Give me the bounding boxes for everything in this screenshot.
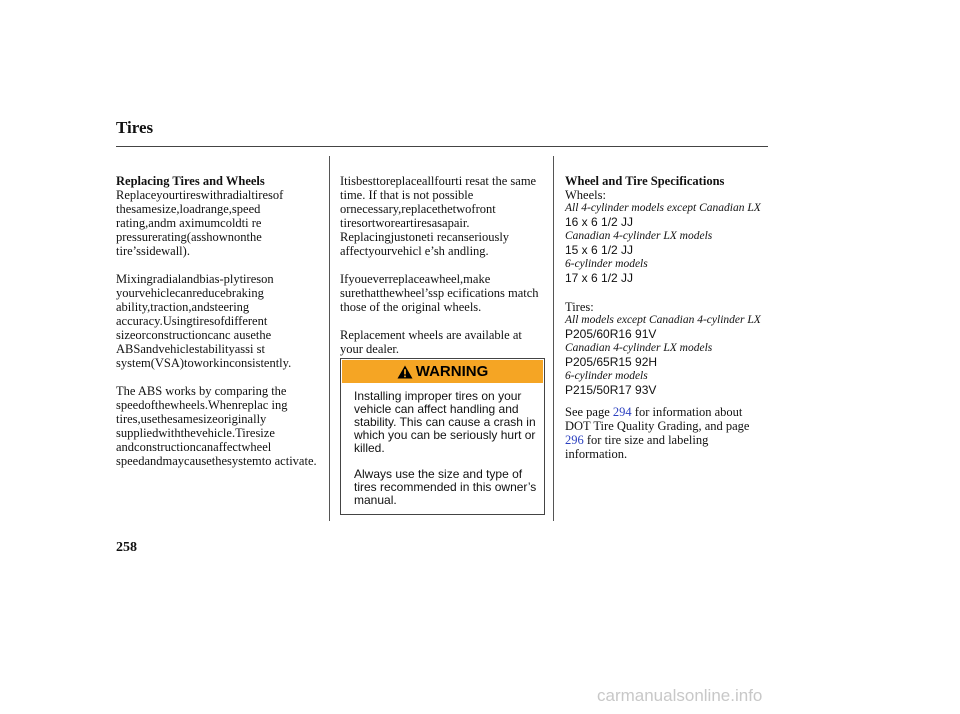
warning-triangle-icon	[397, 365, 413, 378]
title-divider	[116, 146, 768, 147]
warning-label: WARNING	[415, 363, 489, 380]
tire-model-label: Canadian 4-cylinder LX models	[565, 342, 713, 354]
paragraph-abs: The ABS works by comparing the speedofth…	[116, 384, 317, 468]
left-column: Replacing Tires and Wheels Replaceyourti…	[116, 174, 321, 468]
tire-model-label: All models except Canadian 4-cylinder LX	[565, 314, 761, 326]
wheel-spec: 15 x 6 1/2 JJ	[565, 243, 634, 257]
paragraph-replace-tires: Replaceyourtireswithradialtiresof thesam…	[116, 188, 284, 258]
see-page-text: See page	[565, 405, 613, 419]
paragraph-dealer: Replacement wheels are available at your…	[340, 328, 522, 356]
tire-spec: P205/65R15 92H	[565, 355, 658, 369]
page-number: 258	[116, 540, 137, 555]
tires-label: Tires:	[565, 300, 594, 314]
wheel-spec: 17 x 6 1/2 JJ	[565, 271, 634, 285]
warning-text-crash: Installing improper tires on your vehicl…	[354, 389, 536, 455]
warning-text-size: Always use the size and type of tires re…	[354, 467, 537, 507]
see-page-text: for information about DOT Tire Quality G…	[565, 405, 750, 433]
section-heading-specs: Wheel and Tire Specifications	[565, 174, 725, 188]
tire-spec: P205/60R16 91V	[565, 327, 657, 341]
warning-header: WARNING	[342, 360, 543, 383]
warning-body: Installing improper tires on your vehicl…	[354, 390, 539, 507]
wheel-model-label: All 4-cylinder models except Canadian LX	[565, 202, 761, 214]
column-divider-right	[553, 156, 554, 521]
paragraph-replace-all-four: Itisbesttoreplaceallfourti resat the sam…	[340, 174, 537, 258]
wheels-label: Wheels:	[565, 188, 606, 202]
page-title: Tires	[116, 118, 154, 137]
watermark: carmanualsonline.info	[597, 686, 763, 705]
section-heading-replacing: Replacing Tires and Wheels	[116, 174, 265, 188]
paragraph-mixing-tires: Mixingradialandbias-plytireson yourvehic…	[116, 272, 292, 370]
column-divider-left	[329, 156, 330, 521]
right-column: Wheel and Tire Specifications Wheels: Al…	[565, 174, 770, 461]
wheel-spec: 16 x 6 1/2 JJ	[565, 215, 634, 229]
see-page-text: for tire size and labeling information.	[565, 433, 709, 461]
tire-model-label: 6-cylinder models	[565, 370, 648, 382]
paragraph-replace-wheel: Ifyoueverreplaceawheel,make surethatthew…	[340, 272, 539, 314]
page-link-294[interactable]: 294	[612, 405, 632, 419]
wheel-model-label: 6-cylinder models	[565, 258, 648, 270]
page-link-296[interactable]: 296	[565, 433, 584, 447]
tire-spec: P215/50R17 93V	[565, 383, 657, 397]
warning-box: WARNING Installing improper tires on you…	[340, 358, 545, 515]
wheel-model-label: Canadian 4-cylinder LX models	[565, 230, 713, 242]
see-page-paragraph: See page 294 for information about DOT T…	[565, 405, 770, 461]
middle-column: Itisbesttoreplaceallfourti resat the sam…	[340, 174, 545, 356]
